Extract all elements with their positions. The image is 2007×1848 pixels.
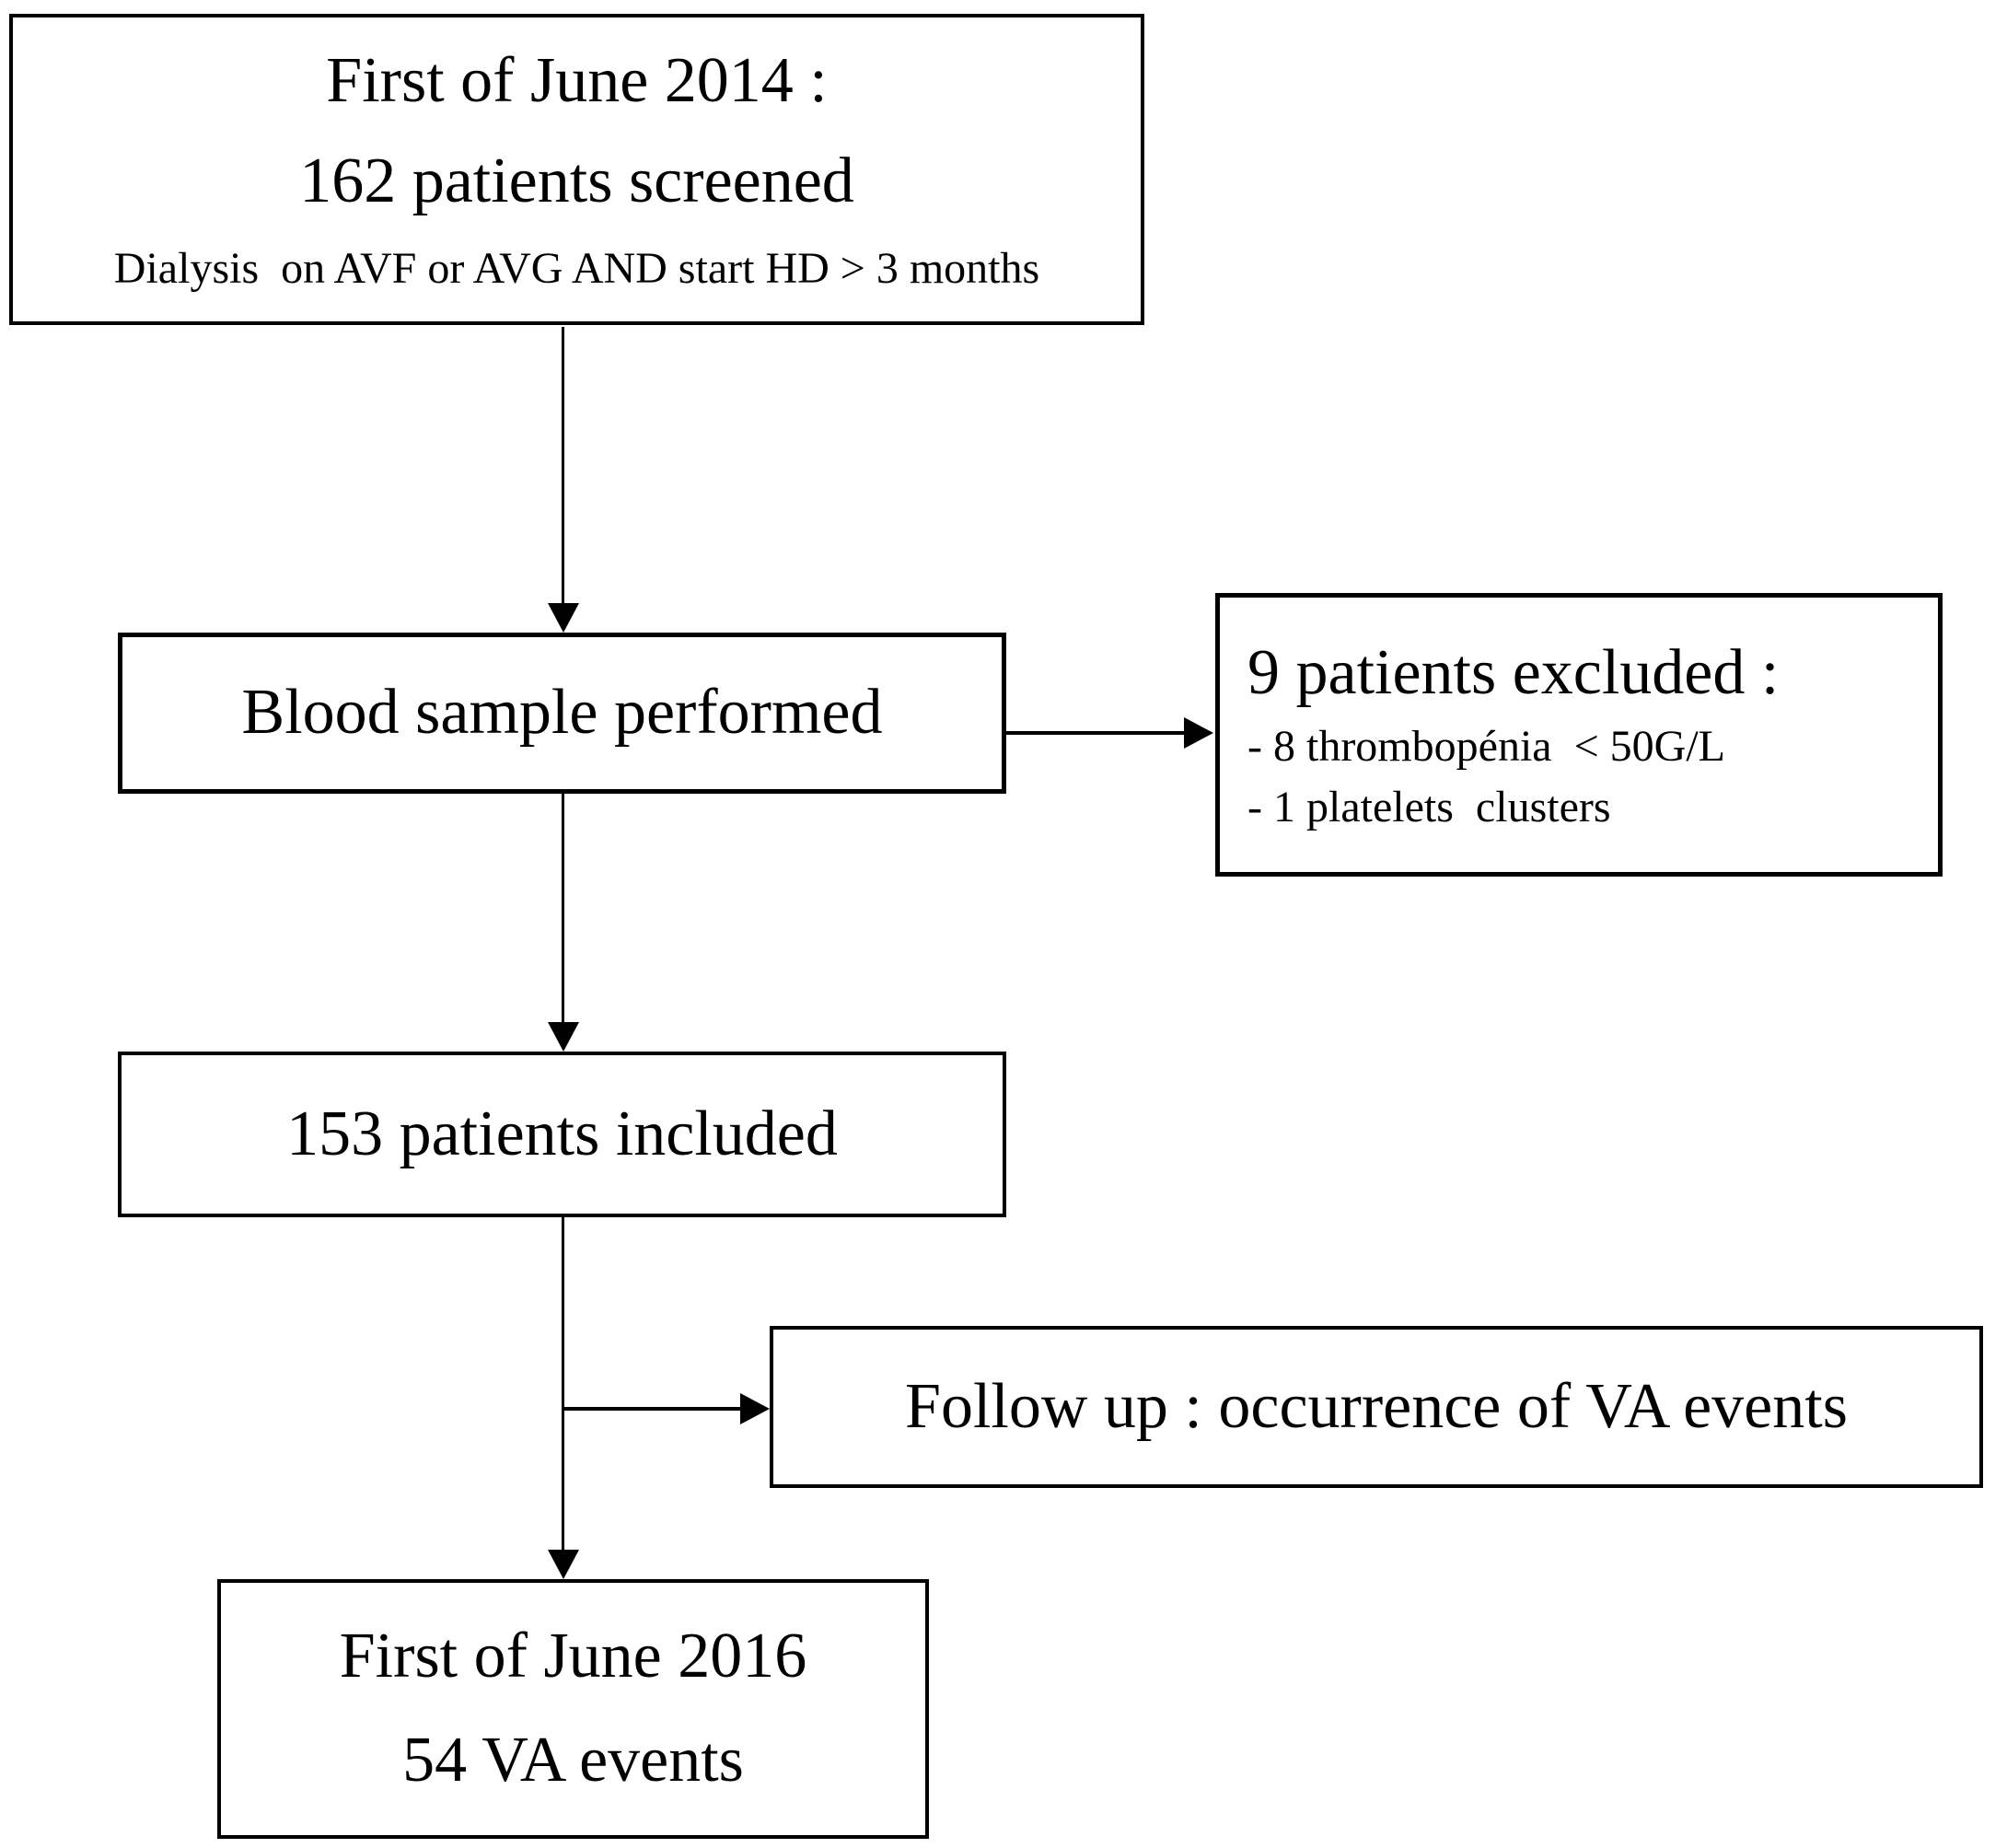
included-label: 153 patients included [286,1098,838,1169]
down-arrowhead-icon [548,603,579,633]
excluded-item-thrombopenia: - 8 thrombopénia < 50G/L [1247,721,1725,771]
follow-up-label: Follow up : occurrence of VA events [905,1370,1848,1442]
down-arrowhead-icon [548,1022,579,1052]
right-arrowhead-icon [740,1393,770,1424]
final-events-line: 54 VA events [402,1725,744,1796]
screened-date-line: First of June 2014 : [326,45,828,117]
screened-to-blood-arrow-line [562,327,564,608]
excluded-item-platelet-clusters: - 1 platelets clusters [1247,783,1611,832]
right-arrowhead-icon [1184,717,1213,749]
excluded-box: 9 patients excluded : - 8 thrombopénia <… [1215,593,1943,877]
screened-count-line: 162 patients screened [299,145,854,216]
included-to-followup-arrow-line [562,1407,742,1411]
blood-sample-box: Blood sample performed [118,633,1006,794]
final-date-line: First of June 2016 [339,1621,807,1692]
follow-up-box: Follow up : occurrence of VA events [770,1326,1983,1488]
final-box: First of June 2016 54 VA events [217,1579,929,1839]
blood-to-included-arrow-line [562,794,564,1024]
blood-sample-label: Blood sample performed [241,677,883,749]
included-box: 153 patients included [118,1052,1006,1217]
excluded-title: 9 patients excluded : [1247,637,1780,709]
down-arrowhead-icon [548,1550,579,1579]
screened-box: First of June 2014 : 162 patients screen… [9,14,1144,325]
screened-criteria-line: Dialysis on AVF or AVG AND start HD > 3 … [113,244,1040,294]
blood-to-excluded-arrow-line [1006,731,1190,735]
included-to-final-arrow-line [562,1217,564,1552]
